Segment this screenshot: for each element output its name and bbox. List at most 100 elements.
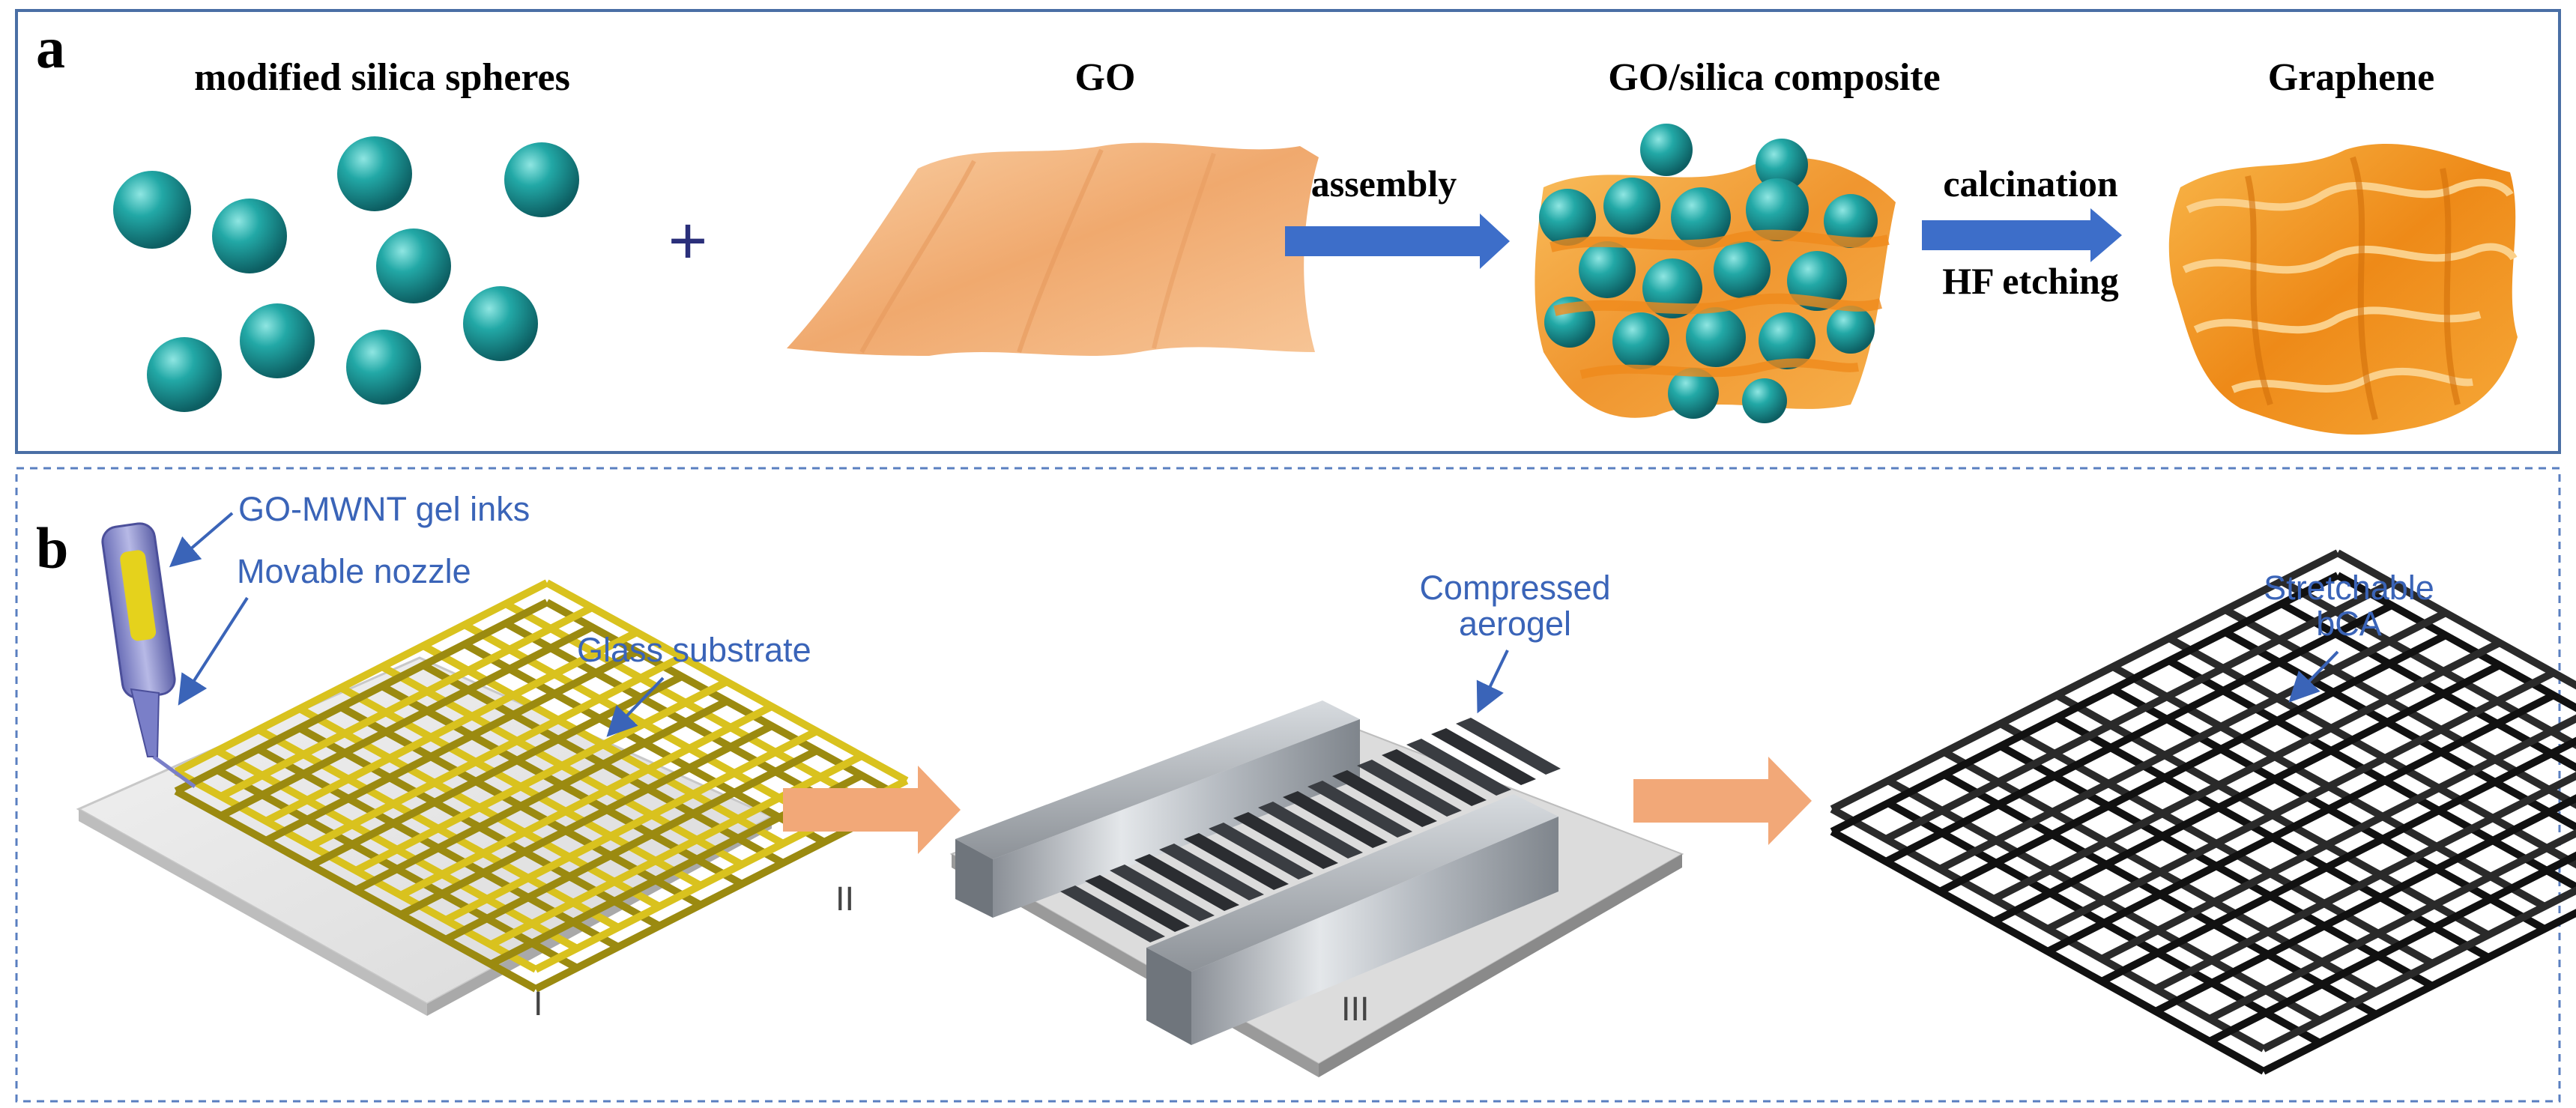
callout-stretch-2: bCA <box>2316 605 2382 643</box>
movable-nozzle <box>101 522 196 789</box>
lattice-strut <box>2261 909 2576 1075</box>
go-silica-composite <box>1535 124 1896 423</box>
assembly-arrow <box>1285 214 1510 269</box>
lattice-strut <box>264 629 639 825</box>
silica-sphere <box>240 303 315 378</box>
lattice-strut <box>309 653 684 850</box>
aerogel-pleat <box>1134 854 1239 911</box>
aerogel-pleat <box>1110 865 1215 921</box>
step-arrow-2 <box>1633 757 1812 845</box>
aerogel-pleat <box>1357 760 1462 817</box>
lattice-strut <box>1830 549 2340 813</box>
lattice-strut <box>2261 886 2576 1053</box>
silica-sphere <box>504 142 579 217</box>
yellow-lattice <box>174 579 909 993</box>
aerogel-pleat <box>1283 791 1388 848</box>
aerogel-pleat <box>1233 812 1338 869</box>
step-label-i: I <box>533 984 543 1023</box>
silica-sphere <box>212 199 287 273</box>
aerogel-pleat <box>1332 770 1437 827</box>
lattice-strut <box>219 604 594 800</box>
panel-a-letter: a <box>36 15 65 80</box>
lattice-strut <box>1938 632 2448 895</box>
callout-stretch-1: Stretchable <box>2264 569 2434 607</box>
plus-sign: + <box>668 204 708 279</box>
lattice-strut <box>2207 829 2576 1023</box>
composite-sphere <box>1746 178 1809 241</box>
callout-nozzle: Movable nozzle <box>237 552 471 590</box>
go-sheet <box>787 142 1319 357</box>
composite-sphere <box>1756 139 1808 191</box>
composite-sphere <box>1612 312 1669 369</box>
aerogel-pleat <box>1159 844 1264 900</box>
aerogel-pleat <box>1209 823 1313 880</box>
hf-etching-label: HF etching <box>1942 260 2119 302</box>
label-silica: modified silica spheres <box>194 56 570 99</box>
composite-sphere <box>1714 241 1771 298</box>
lattice-strut <box>1884 602 2394 865</box>
aerogel-pleat <box>1085 875 1190 932</box>
lattice-strut <box>1830 572 2340 835</box>
printing-stage <box>76 579 909 1016</box>
graphene-foam <box>2168 143 2518 435</box>
lattice-strut <box>2046 691 2556 955</box>
aerogel-pleat <box>1307 781 1412 838</box>
lattice-strut <box>444 727 819 924</box>
step-label-iii: III <box>1341 990 1370 1028</box>
aerogel-pleat <box>1184 833 1289 890</box>
lattice-strut <box>264 648 639 844</box>
lattice-strut <box>489 752 864 948</box>
lattice-strut <box>2207 851 2576 1045</box>
lattice-strut <box>1938 609 2448 873</box>
silica-sphere <box>463 286 538 361</box>
lattice-strut <box>399 722 774 918</box>
composite-sphere <box>1579 241 1636 298</box>
composite-sphere <box>1824 194 1878 248</box>
label-graphene: Graphene <box>2268 56 2434 99</box>
aerogel-pleat <box>1406 739 1511 796</box>
composite-sphere <box>1759 312 1815 369</box>
label-go: GO <box>1075 56 1136 99</box>
calcination-arrow <box>1922 208 2122 262</box>
callout-compressed-1: Compressed <box>1419 569 1610 607</box>
compressed-aerogel <box>1060 718 1561 942</box>
aerogel-pleat <box>1258 802 1363 859</box>
composite-sphere <box>1668 368 1719 419</box>
silica-spheres <box>113 136 579 412</box>
panel-a-frame <box>15 9 2561 454</box>
lattice-strut <box>174 599 549 795</box>
silica-sphere <box>113 171 191 249</box>
panel-b-letter: b <box>36 515 68 581</box>
step-arrow-1 <box>783 766 961 854</box>
lattice-strut <box>1884 579 2394 843</box>
composite-sphere <box>1671 187 1731 247</box>
compression-stage <box>949 700 1684 1077</box>
callout-substrate: Glass substrate <box>577 631 811 669</box>
composite-sphere <box>1539 189 1596 246</box>
lattice-strut <box>2099 714 2576 963</box>
lattice-strut <box>354 678 729 874</box>
lattice-strut <box>354 697 729 894</box>
calcination-label: calcination <box>1943 163 2118 205</box>
silica-sphere <box>337 136 412 211</box>
callout-compressed-2: aerogel <box>1459 605 1571 643</box>
silica-sphere <box>147 337 222 412</box>
lattice-strut <box>2153 794 2576 1015</box>
silica-sphere <box>346 330 421 405</box>
silica-sphere <box>376 228 451 303</box>
step-label-ii: II <box>835 880 854 918</box>
lattice-strut <box>1992 662 2502 925</box>
stretchable-bca-lattice <box>1830 549 2576 1075</box>
aerogel-pleat <box>1431 728 1536 785</box>
aerogel-pleat <box>1382 749 1487 806</box>
aerogel-pleat <box>1456 718 1561 775</box>
lattice-strut <box>444 747 819 943</box>
composite-sphere <box>1686 307 1746 367</box>
aerogel-pleat <box>1060 886 1165 942</box>
lattice-strut <box>1992 639 2502 903</box>
lattice-strut <box>219 623 594 820</box>
lattice-strut <box>174 579 549 775</box>
lattice-strut <box>2046 669 2556 933</box>
lattice-strut <box>399 703 774 899</box>
